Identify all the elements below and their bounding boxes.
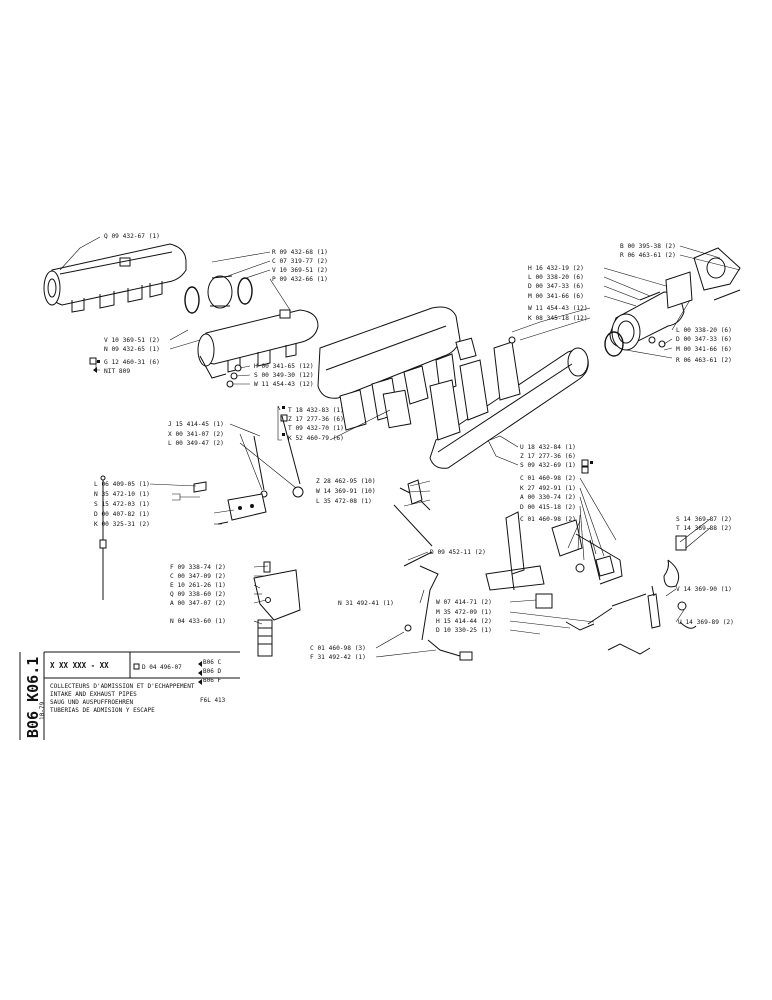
- sensor-bracket-drawing: [193, 481, 267, 525]
- callout-label: H 00 341-65 (12): [254, 363, 314, 370]
- hose-clamps-drawing: [184, 275, 253, 314]
- callout-label: N 04 433-60 (1): [170, 618, 226, 625]
- code-mask: X XX XXX - XX: [50, 661, 109, 670]
- callout-label: M 00 341-66 (6): [528, 293, 584, 300]
- callout-labels: Q 09 432-67 (1) R 09 432-68 (1) C 07 319…: [94, 233, 734, 661]
- callout-label: K 27 492-91 (1): [520, 485, 576, 492]
- callout-label: G 12 460-31 (6): [104, 359, 160, 366]
- callout-label: L 06 409-05 (1): [94, 481, 150, 488]
- title-block: B06 K06.1 10-79 X XX XXX - XX D 04 496-0…: [19, 651, 240, 740]
- callout-label: D 09 452-11 (2): [430, 549, 486, 556]
- callout-label: P 09 432-66 (1): [272, 276, 328, 283]
- callout-label: W 11 454-43 (12): [528, 305, 588, 312]
- callout-label: N 31 492-41 (1): [338, 600, 394, 607]
- callout-label: H 16 432-19 (2): [528, 265, 584, 272]
- callout-label: C 00 347-09 (2): [170, 573, 226, 580]
- reference-symbols: [89, 357, 593, 474]
- title-es: TUBERIAS DE ADMISION Y ESCAPE: [50, 707, 155, 714]
- callout-label: W 11 454-43 (12): [254, 381, 314, 388]
- callout-label: Z 17 277-36 (6): [520, 453, 576, 460]
- callout-label: S 00 349-30 (12): [254, 372, 314, 379]
- callout-label: M 00 341-66 (6): [676, 346, 732, 353]
- callout-label: Z 17 277-36 (6): [288, 416, 344, 423]
- callout-label: K 00 325-31 (2): [94, 521, 150, 528]
- glow-plug-drawing: [587, 535, 697, 629]
- callout-label: L 00 338-20 (6): [528, 274, 584, 281]
- variant-label: B06 F: [203, 677, 221, 684]
- callout-label: S 15 472-03 (1): [94, 501, 150, 508]
- callout-label: R 06 463-61 (2): [676, 357, 732, 364]
- sheet-date: 10-79: [39, 702, 46, 720]
- callout-label: F 31 492-42 (1): [310, 654, 366, 661]
- callout-label: C 07 319-77 (2): [272, 258, 328, 265]
- callout-label: L 00 349-47 (2): [168, 440, 224, 447]
- callout-label: V 10 369-51 (2): [272, 267, 328, 274]
- intake-pipe-left-drawing: [43, 243, 187, 313]
- callout-label: U 18 432-84 (1): [520, 444, 576, 451]
- callout-label: K 08 345-18 (12): [528, 315, 588, 322]
- variant-label: B06 C: [203, 659, 221, 666]
- callout-label: D 00 347-33 (6): [528, 283, 584, 290]
- callout-label: S 14 369-87 (2): [676, 516, 732, 523]
- callout-label: E 10 261-26 (1): [170, 582, 226, 589]
- callout-label: NIT 809: [104, 368, 130, 375]
- callout-label: X 00 341-07 (2): [168, 431, 224, 438]
- callout-label: Q 09 432-67 (1): [104, 233, 160, 240]
- callout-label: C 01 460-98 (2): [520, 516, 576, 523]
- callout-label: R 06 463-61 (2): [620, 252, 676, 259]
- exhaust-flange-drawing: [604, 247, 741, 357]
- callout-label: L 00 338-20 (6): [676, 327, 732, 334]
- callout-label: C 01 460-98 (2): [520, 475, 576, 482]
- callout-label: B 00 395-38 (2): [620, 243, 676, 250]
- callout-label: V 10 369-51 (2): [104, 337, 160, 344]
- title-en: INTAKE AND EXHAUST PIPES: [50, 691, 137, 698]
- callout-label: A 00 347-07 (2): [170, 600, 226, 607]
- callout-label: U 14 369-89 (2): [678, 619, 734, 626]
- callout-label: L 35 472-08 (1): [316, 498, 372, 505]
- title-de: SAUG UND AUSPUFFROEHREN: [50, 699, 133, 706]
- callout-label: M 35 472-09 (1): [436, 609, 492, 616]
- variant-label: B06 D: [203, 668, 221, 675]
- injector-drawing: [485, 511, 651, 655]
- callout-label: F 09 338-74 (2): [170, 564, 226, 571]
- fuel-lines-drawing: [393, 479, 473, 661]
- callout-label: W 14 369-91 (10): [316, 488, 376, 495]
- callout-label: D 10 330-25 (1): [436, 627, 492, 634]
- ref-box-label: D 04 496-07: [142, 664, 182, 671]
- intake-pipe-right-drawing: [197, 309, 319, 379]
- dipstick-drawing: [99, 475, 107, 600]
- callout-label: N 35 472-10 (1): [94, 491, 150, 498]
- heater-bracket-drawing: [253, 561, 301, 657]
- callout-label: S 09 432-69 (1): [520, 462, 576, 469]
- callout-label: K 52 460-79 (6): [288, 435, 344, 442]
- callout-label: Z 28 462-95 (10): [316, 478, 376, 485]
- callout-label: D 00 347-33 (6): [676, 336, 732, 343]
- callout-label: A 00 330-74 (2): [520, 494, 576, 501]
- exhaust-pipe-long-drawing: [429, 341, 589, 469]
- leader-lines: [59, 236, 741, 658]
- callout-label: N 09 432-65 (1): [104, 346, 160, 353]
- callout-label: J 15 414-45 (1): [168, 421, 224, 428]
- manifold-hardware-drawing: [226, 336, 516, 498]
- figure-label: F6L 413: [200, 697, 226, 704]
- callout-label: Q 09 338-60 (2): [170, 591, 226, 598]
- callout-label: T 14 369-88 (2): [676, 525, 732, 532]
- callout-label: R 09 432-68 (1): [272, 249, 328, 256]
- callout-label: W 07 414-71 (2): [436, 599, 492, 606]
- callout-label: D 00 407-82 (1): [94, 511, 150, 518]
- callout-label: H 15 414-44 (2): [436, 618, 492, 625]
- callout-label: T 09 432-70 (1): [288, 425, 344, 432]
- title-fr: COLLECTEURS D'ADMISSION ET D'ECHAPPEMENT: [50, 683, 195, 690]
- sheet-code: B06 K06.1: [24, 657, 42, 738]
- callout-label: D 00 415-18 (2): [520, 504, 576, 511]
- callout-label: C 01 460-98 (3): [310, 645, 366, 652]
- callout-label: V 14 369-90 (1): [676, 586, 732, 593]
- callout-label: T 18 432-83 (1): [288, 407, 344, 414]
